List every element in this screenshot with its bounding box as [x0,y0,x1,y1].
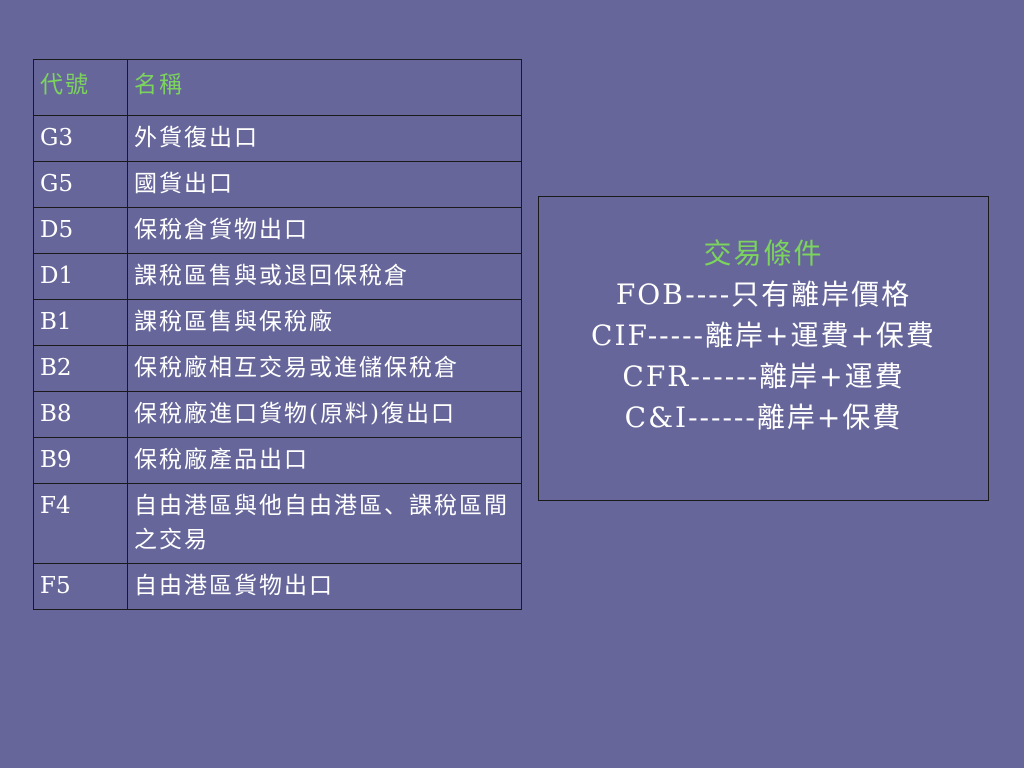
row-name: 保稅廠相互交易或進儲保稅倉 [127,345,522,392]
row-code: B2 [33,345,128,392]
table-row: G5 國貨出口 [33,161,522,208]
row-name: 自由港區貨物出口 [127,563,522,610]
header-name: 名稱 [127,59,522,116]
row-code: G3 [33,115,128,162]
table-header-row: 代號 名稱 [33,59,522,116]
row-code: D1 [33,253,128,300]
row-name: 保稅廠產品出口 [127,437,522,484]
trade-term-cfr: CFR------離岸+運費 [622,360,905,393]
table-row: D1 課稅區售與或退回保稅倉 [33,253,522,300]
row-code: B1 [33,299,128,346]
table-row: G3 外貨復出口 [33,115,522,162]
row-code: G5 [33,161,128,208]
table-row: F5 自由港區貨物出口 [33,563,522,610]
row-name: 課稅區售與或退回保稅倉 [127,253,522,300]
table-row: B2 保稅廠相互交易或進儲保稅倉 [33,345,522,392]
row-name: 保稅倉貨物出口 [127,207,522,254]
row-name: 外貨復出口 [127,115,522,162]
header-code: 代號 [33,59,128,116]
table-row: D5 保稅倉貨物出口 [33,207,522,254]
trade-term-cif: CIF-----離岸+運費+保費 [591,319,936,352]
table-row: B8 保稅廠進口貨物(原料)復出口 [33,391,522,438]
customs-code-table: 代號 名稱 G3 外貨復出口 G5 國貨出口 D5 保稅倉貨物出口 D1 課稅區… [33,59,522,610]
table-row: B9 保稅廠產品出口 [33,437,522,484]
trade-term-ci: C&I------離岸+保費 [624,401,903,434]
row-code: B8 [33,391,128,438]
row-name: 保稅廠進口貨物(原料)復出口 [127,391,522,438]
row-code: F4 [33,483,128,564]
row-code: D5 [33,207,128,254]
row-name: 課稅區售與保稅廠 [127,299,522,346]
trade-term-fob: FOB----只有離岸價格 [615,278,912,311]
table-row: F4 自由港區與他自由港區、課稅區間之交易 [33,483,522,564]
row-code: B9 [33,437,128,484]
row-name: 國貨出口 [127,161,522,208]
trade-terms-title: 交易條件 [703,237,824,270]
table-row: B1 課稅區售與保稅廠 [33,299,522,346]
row-code: F5 [33,563,128,610]
trade-terms-box: 交易條件 FOB----只有離岸價格 CIF-----離岸+運費+保費 CFR-… [538,196,989,501]
row-name: 自由港區與他自由港區、課稅區間之交易 [127,483,522,564]
